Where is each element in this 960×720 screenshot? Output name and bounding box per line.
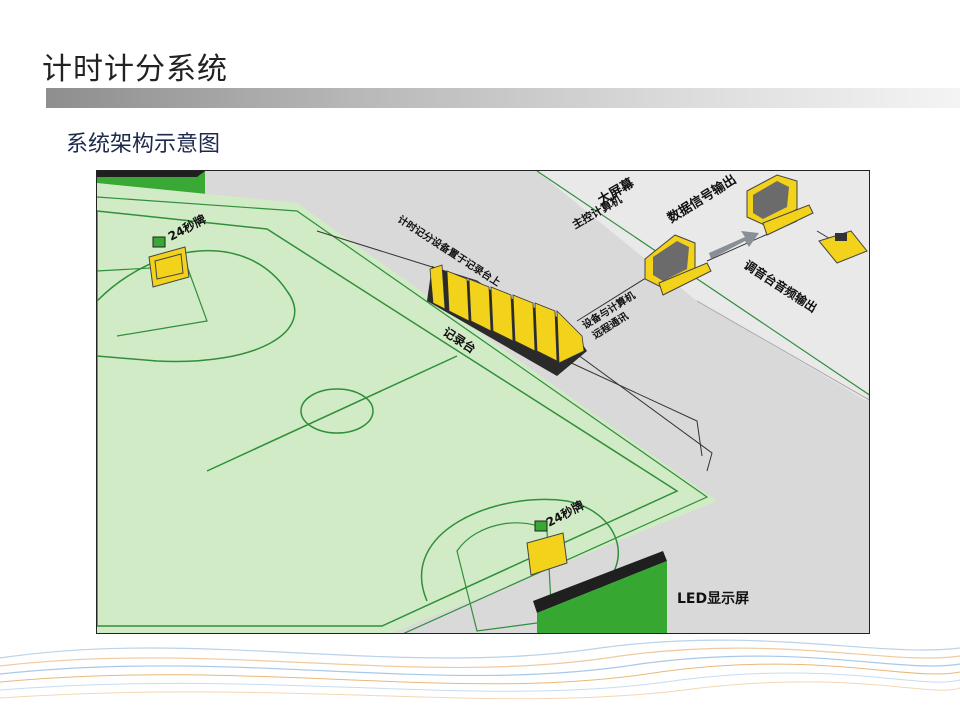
scoring-devices (427, 264, 587, 376)
key-top (97, 265, 208, 337)
shot-clock-bottom (526, 520, 568, 576)
center-circle (300, 388, 374, 434)
shot-clock-top (148, 236, 190, 288)
control-zone (537, 171, 869, 401)
slide-title: 计时计分系统 (42, 52, 228, 87)
led-screen (533, 551, 667, 633)
title-underline-bar (46, 88, 960, 108)
label-led-screen: LED显示屏 (677, 591, 749, 607)
cable-table-to-host (566, 360, 703, 457)
audio-device (818, 230, 868, 264)
cable-table-to-court (316, 230, 713, 472)
three-point-arc-bottom (420, 498, 619, 602)
host-computer (644, 234, 712, 296)
zone-divider (536, 171, 869, 396)
half-court-line (206, 355, 458, 472)
data-computer (746, 174, 814, 236)
basketball-court (97, 183, 717, 633)
architecture-diagram: 24秒牌 24秒牌 计时记分设备置于记录台上 记录台 大屏幕 主控计算机 数据信… (96, 170, 870, 634)
slide-subtitle: 系统架构示意图 (66, 132, 221, 157)
decorative-waves (0, 639, 960, 700)
cable-device-to-host (576, 270, 658, 322)
signal-arrow (709, 231, 759, 259)
zone-border (696, 300, 869, 401)
